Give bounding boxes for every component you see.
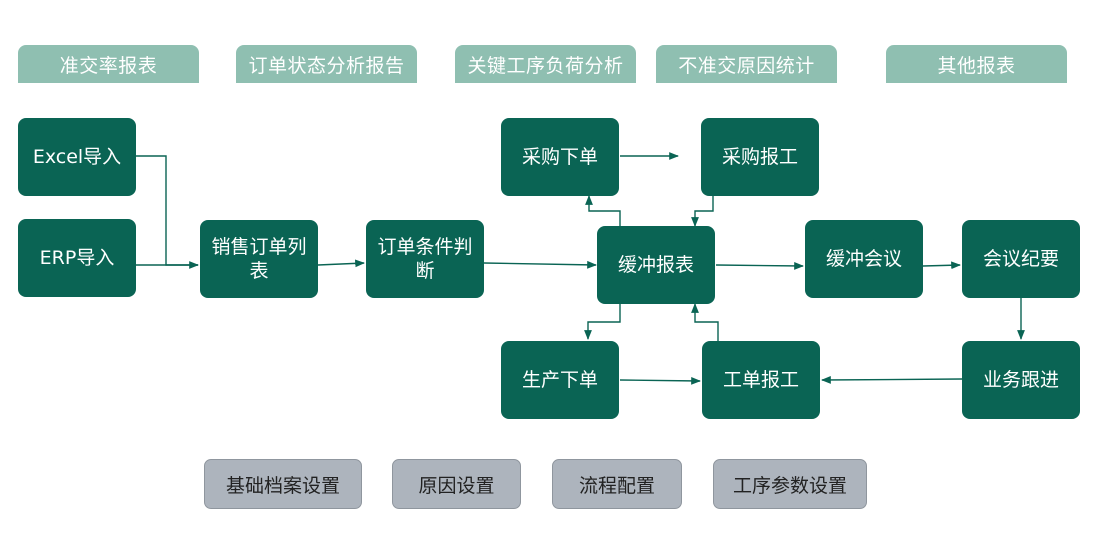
connector-followup-to-work-report xyxy=(821,376,963,384)
purchase-order-node[interactable]: 采购下单 xyxy=(501,118,619,196)
meeting-minutes-node[interactable]: 会议纪要 xyxy=(962,220,1080,298)
sales-order-list-node[interactable]: 销售订单列表 xyxy=(200,220,318,298)
work-order-report-node[interactable]: 工单报工 xyxy=(702,341,820,419)
reason-settings-button[interactable]: 原因设置 xyxy=(392,459,521,509)
tab-qualified-rate-report[interactable]: 准交率报表 xyxy=(18,45,199,83)
tab-key-process-load[interactable]: 关键工序负荷分析 xyxy=(455,45,636,83)
tab-order-status-report[interactable]: 订单状态分析报告 xyxy=(236,45,417,83)
erp-import-node[interactable]: ERP导入 xyxy=(18,219,136,297)
connector-purchase-report-to-buffer xyxy=(691,196,714,227)
purchase-report-node[interactable]: 采购报工 xyxy=(701,118,819,196)
tab-other-reports[interactable]: 其他报表 xyxy=(886,45,1067,83)
buffer-meeting-node[interactable]: 缓冲会议 xyxy=(805,220,923,298)
connector-work-report-to-buffer xyxy=(691,303,719,341)
order-condition-check-node[interactable]: 订单条件判断 xyxy=(366,220,484,298)
tab-late-reason-stats[interactable]: 不准交原因统计 xyxy=(656,45,837,83)
connector-buffer-to-purchase-order xyxy=(585,195,621,226)
connector-sales-to-condition xyxy=(317,259,365,268)
connector-buffer-to-production xyxy=(584,304,621,340)
connector-production-to-work-report xyxy=(619,376,701,385)
production-order-node[interactable]: 生产下单 xyxy=(501,341,619,419)
connector-meeting-to-minutes xyxy=(922,261,961,270)
business-follow-up-node[interactable]: 业务跟进 xyxy=(962,341,1080,419)
buffer-report-node[interactable]: 缓冲报表 xyxy=(597,226,715,304)
excel-import-node[interactable]: Excel导入 xyxy=(18,118,136,196)
connector-buffer-to-meeting xyxy=(715,261,804,270)
connector-condition-to-buffer xyxy=(483,260,597,269)
process-parameter-settings-button[interactable]: 工序参数设置 xyxy=(713,459,867,509)
basic-archive-settings-button[interactable]: 基础档案设置 xyxy=(204,459,362,509)
flow-configuration-button[interactable]: 流程配置 xyxy=(552,459,682,509)
connector-excel-to-sales xyxy=(136,155,199,269)
